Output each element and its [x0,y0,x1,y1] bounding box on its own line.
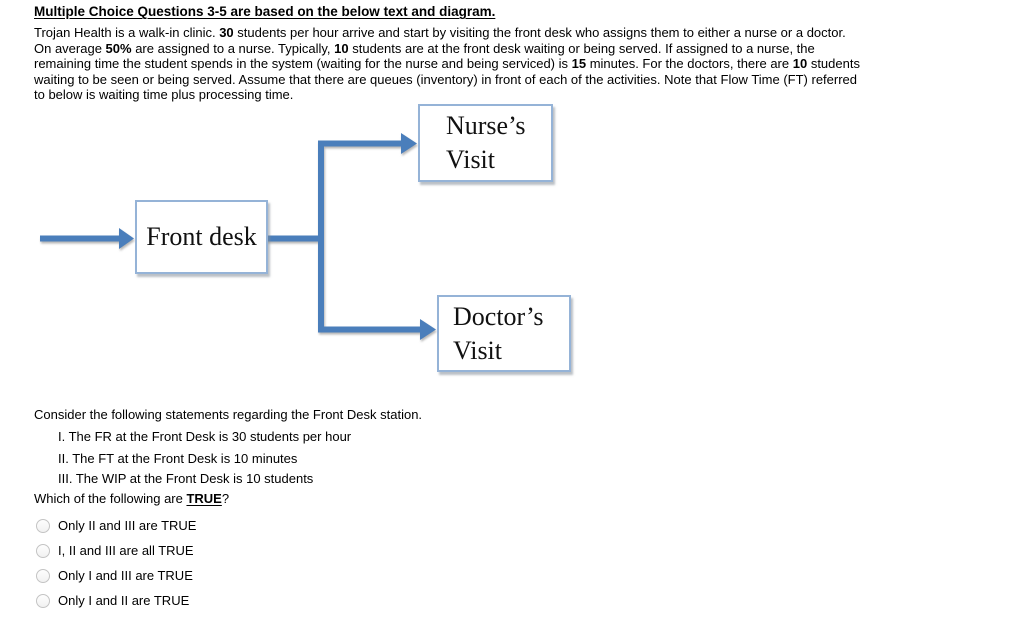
intro-text-segment: students per hour arrive and start by vi… [233,25,846,40]
consider-statement-text: Consider the following statements regard… [34,407,423,422]
intro-line: waiting to be seen or being served. Assu… [34,72,860,88]
inflow-arrowhead-icon [119,228,134,249]
answer-option-label: Only I and III are TRUE [58,568,193,583]
answer-option-row-4[interactable]: Only I and II are TRUE [36,592,189,609]
intro-line: to below is waiting time plus processing… [34,87,860,103]
answer-option-label: Only I and II are TRUE [58,593,190,608]
nurse-visit-label-line1: Nurse’s [446,111,526,140]
intro-line: remaining time the student spends in the… [34,56,860,72]
intro-line: Trojan Health is a walk-in clinic. 30 st… [34,25,860,41]
intro-text-segment: remaining time the student spends in the… [34,56,572,72]
intro-bold-segment: 15 [571,56,587,72]
intro-text-segment: to below is waiting time plus processing… [34,87,294,103]
intro-text-segment: On average [34,40,106,56]
statement-item-2: II. The FT at the Front Desk is 10 minut… [58,451,298,466]
flow-diagram [40,133,436,340]
radio-button[interactable] [36,568,50,583]
answer-option-row-2[interactable]: I, II and III are all TRUE [36,542,194,559]
nurse-arrowhead-icon [401,133,417,154]
radio-button[interactable] [36,593,50,608]
prompt-suffix: ? [221,491,230,506]
nurse-visit-box: Nurse’s Visit [418,104,553,182]
question-prompt: Which of the following are TRUE? [34,491,229,506]
front-desk-box: Front desk [135,200,268,274]
statement-item-1: I. The FR at the Front Desk is 30 studen… [58,429,352,444]
intro-text-segment: students [807,56,860,72]
radio-button[interactable] [36,543,50,558]
intro-text-segment: minutes. For the doctors, there are [586,56,793,72]
intro-line: On average 50% are assigned to a nurse. … [34,41,860,57]
doctor-arrowhead-icon [420,319,436,340]
doctor-visit-label-line2: Visit [453,335,503,365]
intro-text-segment: students are at the front desk waiting o… [348,40,815,56]
page-title: Multiple Choice Questions 3-5 are based … [34,4,496,19]
doctor-visit-label-line1: Doctor’s [453,301,544,331]
front-desk-label: Front desk [146,222,257,251]
answer-option-label: Only II and III are TRUE [58,518,197,533]
split-connector-line [266,140,421,333]
intro-text-segment: Trojan Health is a walk-in clinic. [34,25,220,40]
doctor-visit-box: Doctor’s Visit [437,295,571,372]
intro-bold-segment: 10 [334,40,349,56]
nurse-visit-label-line2: Visit [446,145,496,174]
intro-text-segment: waiting to be seen or being served. Assu… [34,71,858,87]
intro-bold-segment: 50% [105,40,132,56]
answer-option-row-1[interactable]: Only II and III are TRUE [36,517,196,534]
intro-bold-segment: 30 [219,25,234,40]
intro-text-segment: are assigned to a nurse. Typically, [131,40,335,56]
prompt-emphasis: TRUE [186,491,222,506]
statement-item-3: III. The WIP at the Front Desk is 10 stu… [58,471,314,486]
prompt-prefix: Which of the following are [34,491,187,506]
intro-paragraph: Trojan Health is a walk-in clinic. 30 st… [34,25,860,103]
answer-option-label: I, II and III are all TRUE [58,543,194,558]
radio-button[interactable] [36,518,50,533]
answer-option-row-3[interactable]: Only I and III are TRUE [36,567,193,584]
intro-bold-segment: 10 [792,56,808,72]
